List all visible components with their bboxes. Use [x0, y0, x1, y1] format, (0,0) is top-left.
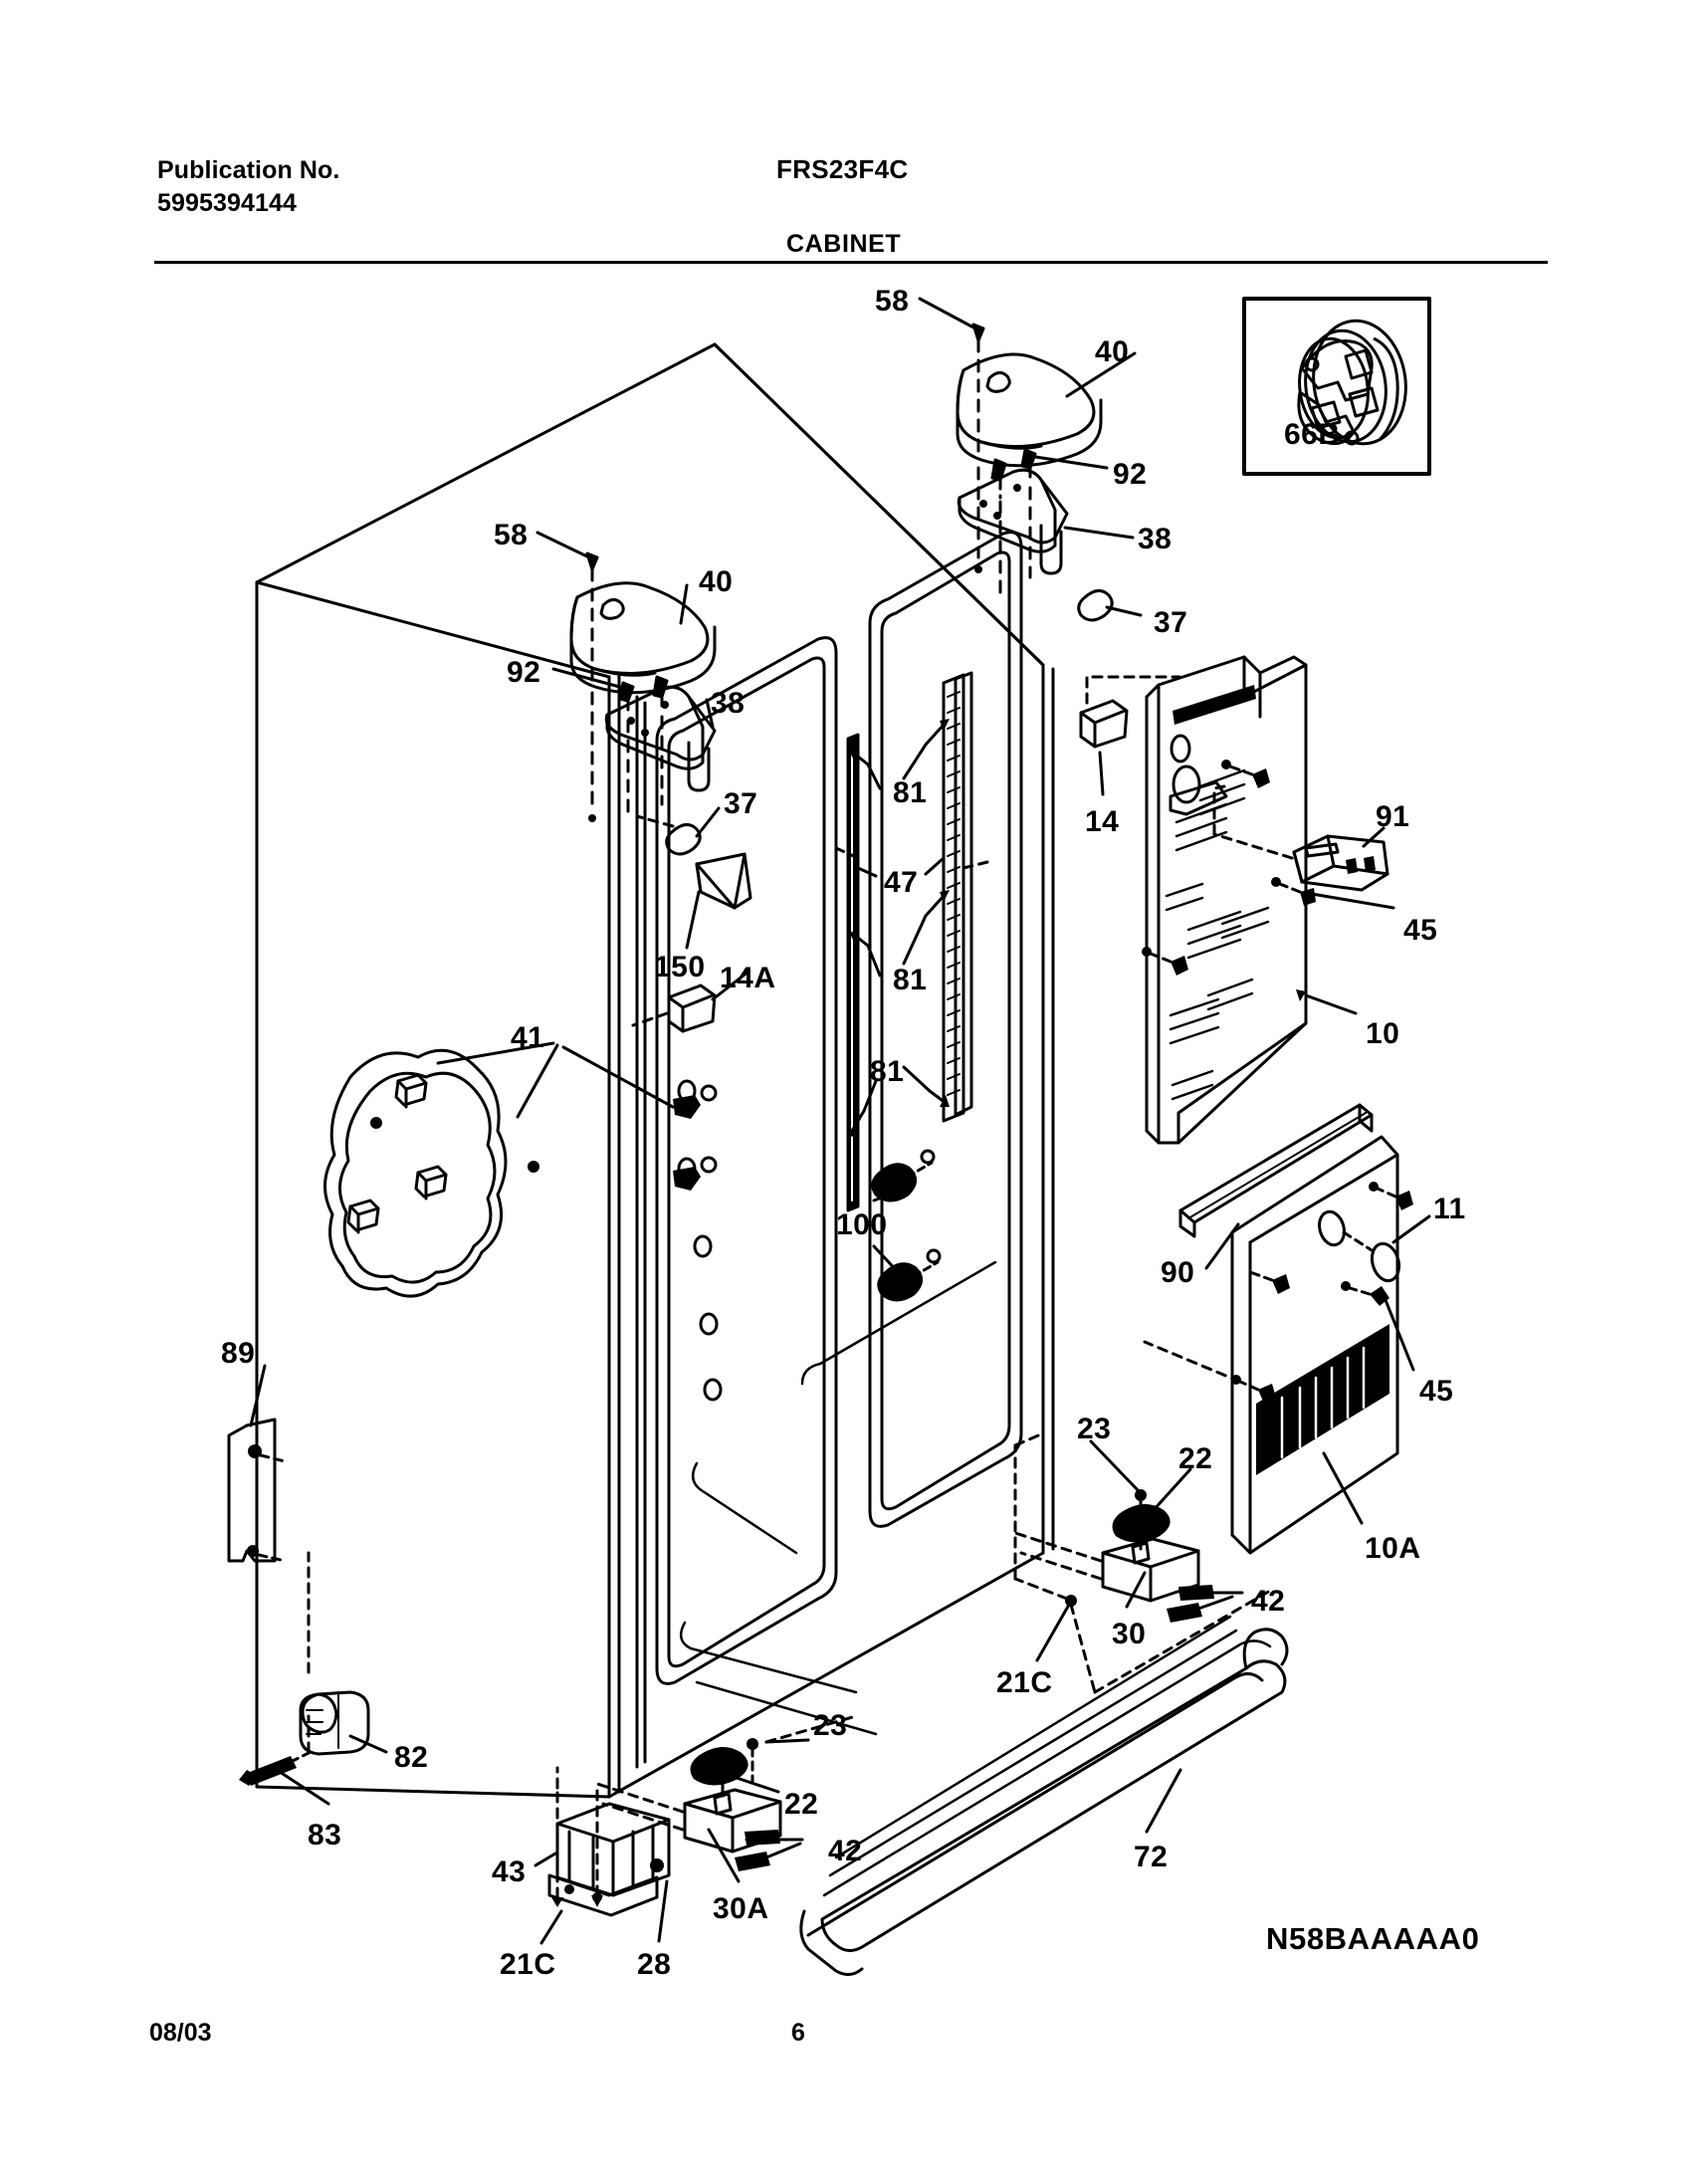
callout-21c: 21C: [996, 1666, 1053, 1699]
part-10-machine-compartment-cover: [1145, 655, 1358, 1145]
callout-92: 92: [507, 656, 541, 689]
callout-91: 91: [1376, 800, 1410, 833]
part-66B-grommet: [1297, 319, 1407, 446]
part-40-top-hinge-cover: [956, 351, 1137, 468]
part-23-bottom-pin: [747, 1714, 858, 1784]
callout-40: 40: [699, 565, 734, 598]
part-58-top: [918, 297, 985, 573]
part-150-bracket: [685, 852, 752, 950]
part-30A-bottom-hinge: [595, 1748, 782, 1883]
publication-number: 5995394144: [157, 189, 298, 217]
part-37-right: [1077, 589, 1143, 622]
publication-label: Publication No.: [157, 156, 340, 184]
part-83-screw: [239, 1748, 330, 1806]
callout-150: 150: [654, 951, 706, 983]
callout-21c: 21C: [500, 1948, 556, 1981]
footer-date: 08/03: [149, 2019, 212, 2047]
cabinet-interior-detail: [679, 1260, 997, 1736]
cabinet-body: [255, 342, 1055, 1799]
part-37-left: [635, 806, 721, 856]
callout-41: 41: [511, 1021, 545, 1054]
callout-47: 47: [884, 866, 919, 899]
part-90-trim-rail: [1178, 1103, 1374, 1270]
callout-81: 81: [893, 964, 928, 996]
part-92-top-screws: [990, 448, 1109, 599]
part-45-mid-screws: [1142, 760, 1270, 976]
callout-58: 58: [494, 519, 529, 551]
part-22-bottom-washer: [690, 1747, 780, 1794]
part-21C-right: [1013, 1431, 1272, 1694]
part-45-upper-screw: [1271, 877, 1395, 910]
callout-37: 37: [1154, 606, 1188, 639]
cabinet-front-opening: [635, 531, 1023, 1769]
cabinet-front-holes: [677, 1079, 723, 1402]
part-47-shelf-support-ladder: [834, 671, 989, 1212]
part-72-toe-grille: [799, 1615, 1289, 1976]
callout-37: 37: [724, 787, 758, 820]
part-58-left: [535, 531, 599, 822]
callout-42: 42: [828, 1835, 863, 1867]
part-42-right-screws: [1167, 1585, 1244, 1623]
callout-38: 38: [1138, 523, 1173, 555]
footer-page-number: 6: [791, 2019, 805, 2047]
part-14A-clip: [631, 970, 750, 1033]
part-42-bottom-screws: [735, 1830, 804, 1871]
model-number: FRS23F4C: [776, 154, 909, 184]
callout-81: 81: [893, 776, 928, 809]
part-30-right-hinge: [1013, 1497, 1200, 1609]
inset-part-label: 66B: [1284, 418, 1341, 451]
callout-38: 38: [711, 687, 746, 720]
callout-10a: 10A: [1365, 1532, 1421, 1565]
part-14-clip: [1079, 675, 1181, 796]
callout-89: 89: [221, 1337, 256, 1370]
header-divider: [154, 261, 1548, 264]
part-22-right-washer: [1112, 1467, 1192, 1543]
part-45-lower-screws: [1143, 1182, 1415, 1404]
callout-83: 83: [308, 1819, 342, 1852]
callout-30a: 30A: [713, 1892, 769, 1925]
callout-28: 28: [637, 1948, 672, 1981]
part-28-fastener: [591, 1782, 669, 1943]
callout-40: 40: [1095, 335, 1130, 368]
callout-30: 30: [1112, 1618, 1147, 1650]
part-91-module: [1212, 784, 1389, 892]
callout-100: 100: [836, 1208, 888, 1241]
part-40-left-hinge-cover: [569, 581, 717, 695]
part-89-bracket: [227, 1364, 287, 1563]
part-38-top-hinge-bracket: [957, 468, 1135, 575]
callout-81: 81: [870, 1055, 905, 1088]
part-82-roller: [299, 1551, 388, 1756]
part-21C-bottom: [539, 1766, 563, 1945]
callout-45: 45: [1419, 1375, 1454, 1408]
part-100-clips: [871, 1149, 942, 1302]
callout-11: 11: [1433, 1193, 1466, 1225]
callout-23: 23: [1077, 1413, 1112, 1445]
callout-22: 22: [784, 1788, 819, 1821]
callout-58: 58: [875, 285, 910, 318]
part-10A-lower-panel: [1230, 1135, 1399, 1555]
part-41-harness: [322, 1041, 718, 1298]
callout-92: 92: [1113, 458, 1148, 491]
callout-14: 14: [1085, 805, 1120, 838]
callout-82: 82: [394, 1741, 429, 1774]
callout-23: 23: [813, 1709, 848, 1742]
callout-90: 90: [1161, 1256, 1195, 1289]
publication-block: Publication No. 5995394144: [157, 154, 339, 220]
part-81-retainer-clips: [848, 719, 950, 1139]
section-title: CABINET: [786, 230, 902, 258]
part-11-plugs: [1318, 1209, 1431, 1283]
callout-14a: 14A: [720, 962, 776, 994]
part-38-left-hinge-bracket: [604, 685, 717, 792]
callout-22: 22: [1178, 1442, 1213, 1475]
callout-43: 43: [492, 1855, 527, 1888]
callout-72: 72: [1134, 1841, 1169, 1873]
callout-42: 42: [1251, 1585, 1286, 1618]
part-screw-under-41: [673, 1156, 718, 1191]
diagram-code: N58BAAAAA0: [1266, 1921, 1480, 1956]
callout-10: 10: [1366, 1017, 1400, 1050]
callout-45: 45: [1403, 914, 1438, 947]
